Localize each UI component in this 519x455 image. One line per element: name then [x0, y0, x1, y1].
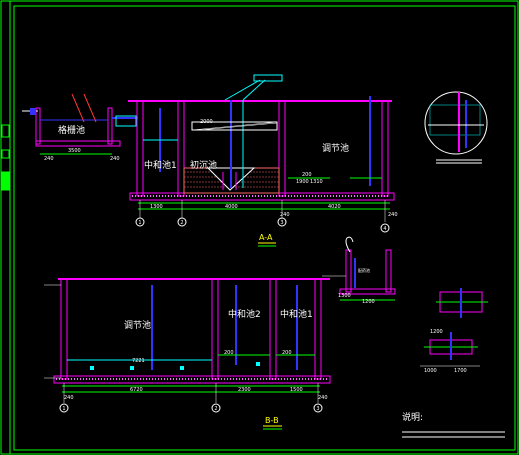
inner-frame [13, 5, 516, 451]
axis-aa-4: 4 [383, 226, 386, 232]
dim-detail-1000: 1000 [424, 368, 437, 374]
main-structure-bb [44, 278, 331, 393]
axis-bb-2: 2 [214, 406, 217, 412]
dim-aa-240b: 240 [110, 156, 120, 162]
frame-tab-1 [1, 124, 10, 138]
dim-aa-4000: 4000 [225, 204, 238, 210]
dim-bb-240a: 240 [64, 395, 74, 401]
dim-bb-6720: 6720 [130, 387, 143, 393]
dim-bb-200a: 200 [224, 350, 234, 356]
axis-aa-2: 2 [180, 220, 183, 226]
frame-tab-2 [1, 171, 10, 191]
dim-aa-1300: 1300 [150, 204, 163, 210]
axis-aa-3: 3 [280, 220, 283, 226]
section-title-aa: A-A [259, 233, 273, 242]
dim-aa-3500: 3500 [68, 148, 81, 154]
frame-tab-3 [1, 149, 10, 159]
notes-title: 说明: [402, 411, 423, 423]
label-regulation-tank-bb: 调节池 [124, 319, 151, 331]
dim-aa-240c: 240 [280, 212, 290, 218]
label-neutral-tank-1-bb: 中和池1 [280, 308, 313, 320]
side-tank [322, 236, 396, 301]
dim-aa-1900: 1900 [296, 179, 309, 185]
dim-aa-200: 200 [302, 172, 312, 178]
detail-right [420, 288, 488, 367]
dim-bb-2300: 2300 [238, 387, 251, 393]
dim-aa-240d: 240 [388, 212, 398, 218]
dim-detail-1200: 1200 [430, 329, 443, 335]
dim-aa-2000: 2000 [200, 119, 213, 125]
dim-bb-1500: 1500 [290, 387, 303, 393]
grille-tank [22, 93, 121, 155]
main-structure-aa [128, 74, 395, 210]
axis-bb-3: 3 [316, 406, 319, 412]
label-regulation-tank-aa: 调节池 [322, 142, 349, 154]
label-neutral-tank-2: 中和池2 [228, 308, 261, 320]
dim-bb-240b: 240 [318, 395, 328, 401]
detail-circle [424, 91, 488, 164]
section-aa: 格栅池 240 3500 240 [22, 74, 398, 247]
axis-bb-1: 1 [62, 406, 65, 412]
dim-detail-1700: 1700 [454, 368, 467, 374]
axis-aa-1: 1 [138, 220, 141, 226]
label-side-tank: 配药池 [358, 267, 370, 273]
section-title-bb: B-B [265, 416, 279, 425]
dim-side-1300: 1300 [338, 293, 351, 299]
dim-bb-200b: 200 [282, 350, 292, 356]
label-grille-tank: 格栅池 [58, 124, 85, 136]
dim-aa-1310: 1310 [310, 179, 323, 185]
dim-aa-4020: 4020 [328, 204, 341, 210]
axis-markers-bb [59, 383, 323, 413]
axis-markers-aa [135, 200, 390, 233]
dim-bb-7221: 7221 [132, 358, 145, 364]
label-neutral-tank-1: 中和池1 [144, 159, 177, 171]
dim-side-1200: 1200 [362, 299, 375, 305]
label-primary-settling: 初沉池 [190, 159, 217, 171]
dim-aa-240a: 240 [44, 156, 54, 162]
section-bb: 调节池 中和池2 中和池1 240 6720 2300 1500 240 722… [44, 278, 331, 430]
